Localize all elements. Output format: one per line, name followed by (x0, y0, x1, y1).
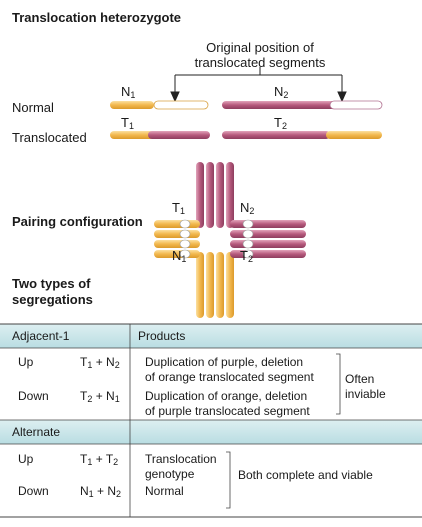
adjacent-header-row (0, 324, 422, 348)
alternate-row-1-combo: T1 + T2 (80, 452, 119, 467)
alternate-outcome: Both complete and viable (238, 468, 373, 482)
adjacent-row-2-combo: T2 + N1 (80, 389, 120, 404)
alternate-header-row (0, 420, 422, 444)
adjacent-row-2-product-line-1: Duplication of orange, deletion (145, 389, 308, 403)
adjacent-row-2-product: Duplication of orange, deletion of purpl… (145, 389, 310, 419)
normal-row-label: Normal (12, 100, 54, 115)
adjacent-row-1-product: Duplication of purple, deletion of orang… (145, 355, 314, 385)
alternate-row-1-product: Translocation genotype (145, 452, 217, 482)
alternate-row-1-product-line-1: Translocation (145, 452, 217, 466)
segregations-line-2: segregations (12, 292, 93, 307)
position-annotation: Original position of translocated segmen… (185, 40, 335, 70)
table-lines (0, 323, 422, 518)
chromosome-n1 (110, 100, 209, 110)
annotation-arrows (170, 67, 347, 103)
adjacent-row-1-product-line-2: of orange translocated segment (145, 370, 314, 384)
adjacent-outcome-line-2: inviable (345, 387, 386, 401)
alternate-row-1-product-line-2: genotype (145, 467, 195, 481)
adjacent-row-2-product-line-2: of purple translocated segment (145, 404, 310, 418)
adjacent-row-2-direction: Down (18, 389, 49, 403)
chromosome-n2 (222, 100, 383, 110)
adjacent-row-1-combo: T1 + N2 (80, 355, 120, 370)
pairing-label: Pairing configuration (12, 214, 143, 229)
translocated-row-label: Translocated (12, 130, 87, 145)
figure-title: Translocation heterozygote (12, 10, 182, 25)
pairing-cross-diagram (154, 162, 306, 318)
chromosome-diagram (110, 67, 383, 139)
alternate-row-2-combo: N1 + N2 (80, 484, 122, 499)
label-n1: N1 (121, 84, 136, 100)
pair-label-n2: N2 (240, 200, 255, 216)
segregations-line-1: Two types of (12, 276, 91, 291)
chromosome-t1 (110, 131, 210, 139)
products-header: Products (138, 329, 186, 343)
annotation-line-2: translocated segments (194, 55, 326, 70)
alternate-header: Alternate (12, 425, 61, 439)
pair-label-t1: T1 (172, 200, 185, 216)
alternate-row-2-product: Normal (145, 484, 184, 498)
adjacent-header: Adjacent-1 (12, 329, 70, 343)
adjacent-row-1-product-line-1: Duplication of purple, deletion (145, 355, 304, 369)
segregations-heading: Two types of segregations (12, 276, 93, 308)
adjacent-row-1-direction: Up (18, 355, 34, 369)
chromosome-t2 (222, 131, 382, 139)
annotation-line-1: Original position of (206, 40, 314, 55)
label-t1: T1 (121, 115, 134, 131)
pair-label-t2: T2 (240, 248, 253, 264)
pair-label-n1: N1 (172, 248, 187, 264)
label-t2: T2 (274, 115, 287, 131)
adjacent-outcome: Often inviable (345, 372, 386, 402)
label-n2: N2 (274, 84, 289, 100)
alternate-row-1-direction: Up (18, 452, 34, 466)
alternate-row-2-direction: Down (18, 484, 49, 498)
adjacent-outcome-line-1: Often (345, 372, 375, 386)
